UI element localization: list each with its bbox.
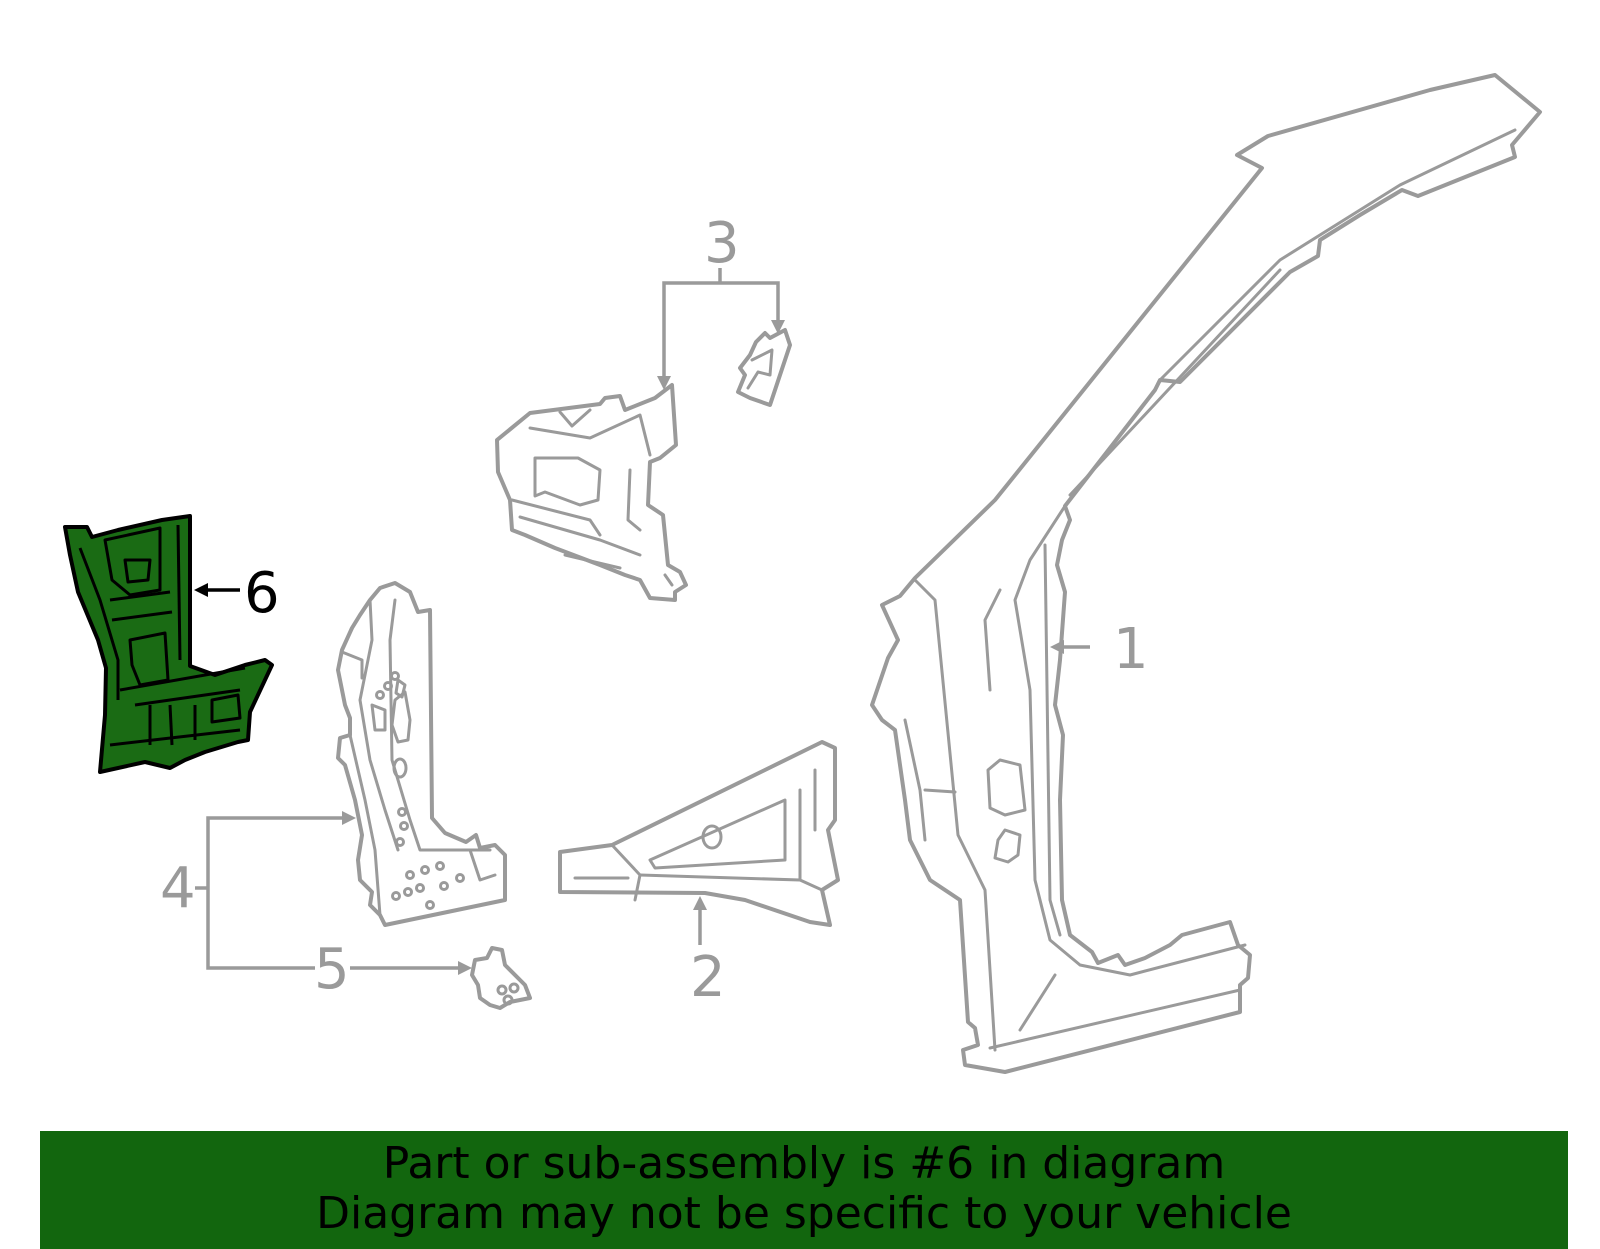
- callout-6-label: 6: [244, 561, 280, 626]
- callout-leaders: [194, 268, 1090, 975]
- callout-3-label: 3: [704, 211, 740, 276]
- banner-line-1: Part or sub-assembly is #6 in diagram: [382, 1138, 1226, 1189]
- part-2-bracket: [558, 740, 840, 927]
- part-5-bracket: [470, 946, 532, 1010]
- part-3-brackets: [495, 328, 792, 602]
- info-banner: Part or sub-assembly is #6 in diagram Di…: [40, 1131, 1568, 1249]
- callout-2-label: 2: [690, 945, 726, 1010]
- banner-line-2: Diagram may not be specific to your vehi…: [316, 1188, 1292, 1239]
- part-4-reinforcement: [336, 581, 507, 927]
- callout-4-label: 4: [160, 856, 196, 921]
- callout-5-label: 5: [314, 937, 350, 1002]
- callout-1-label: 1: [1113, 617, 1149, 682]
- part-1-pillar: [870, 73, 1542, 1074]
- part-6-highlighted: [63, 514, 274, 774]
